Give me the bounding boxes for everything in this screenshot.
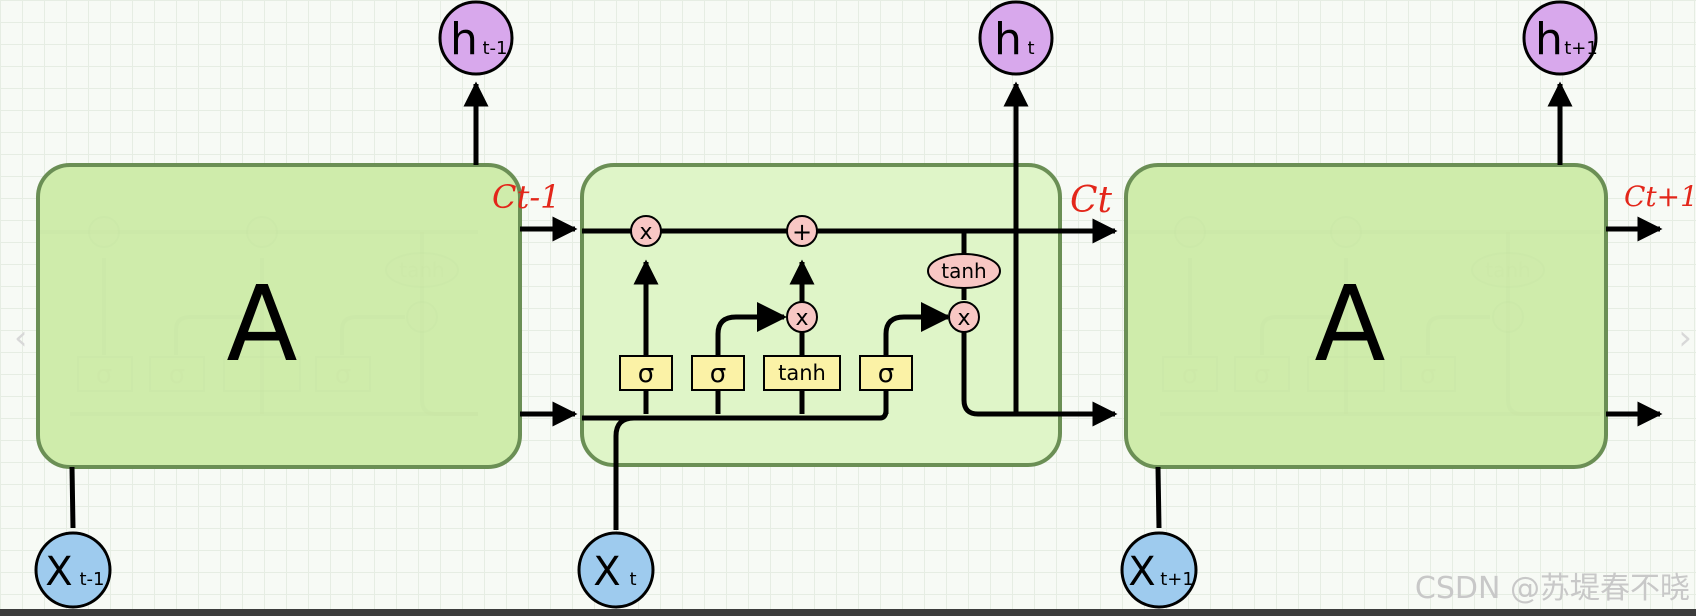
pointwise-ops: x + x x tanh: [630, 215, 1001, 333]
output-1-main: h: [450, 14, 478, 65]
output-gate-box: [859, 355, 913, 391]
annotations: Ct-1 Ct Ct+1: [492, 178, 1696, 221]
forget-mul-op: [630, 215, 662, 247]
input-gate-sigma: σ: [710, 359, 726, 389]
input-node-1: [34, 531, 112, 609]
add-op: [786, 215, 818, 247]
input-line-3: [1155, 466, 1162, 529]
watermark: CSDN @苏堤春不晓: [1415, 571, 1690, 606]
input-mul-op: [786, 301, 818, 333]
output-nodes: h t-1 h t h t+1: [438, 0, 1598, 76]
input-line-1: [69, 466, 76, 529]
annotation-c-prev: Ct-1: [492, 178, 561, 216]
left-lstm-cell: σ σ σ tanh A: [36, 163, 522, 469]
input-1-main: X: [45, 549, 72, 595]
candidate-gate-tanh: tanh: [778, 361, 826, 385]
annotation-c-t: Ct: [1070, 180, 1113, 221]
input-node-2: [577, 531, 655, 609]
input-1-sub: t-1: [79, 569, 104, 590]
connections: [69, 81, 1663, 530]
output-node-3: [1522, 0, 1598, 76]
input-nodes: X t-1 X t X t+1: [34, 531, 1198, 609]
forget-gate-box: [619, 355, 673, 391]
right-lstm-cell: σ σ σ tanh A: [1124, 163, 1608, 469]
output-3-main: h: [1535, 14, 1563, 65]
tanh-ellipse: [927, 253, 1001, 289]
tanh-ellipse-label: tanh: [941, 259, 986, 283]
input-2-sub: t: [629, 569, 636, 590]
output-mul-op: [948, 301, 980, 333]
input-mul-label: x: [795, 306, 808, 331]
output-gate-sigma: σ: [878, 359, 894, 389]
input-node-3: [1120, 531, 1198, 609]
right-cell-label: A: [1314, 263, 1385, 385]
forget-mul-label: x: [639, 220, 652, 245]
candidate-gate-box: [763, 355, 841, 391]
input-gate-line: [715, 302, 787, 414]
bottom-bar: [0, 609, 1696, 616]
output-1-sub: t-1: [482, 38, 507, 59]
input-gate-box: [691, 355, 745, 391]
input-3-main: X: [1128, 549, 1155, 595]
output-2-main: h: [994, 14, 1022, 65]
previous-arrow-icon[interactable]: ‹: [14, 318, 28, 358]
add-label: +: [792, 218, 812, 246]
output-3-sub: t+1: [1564, 38, 1598, 59]
input-3-sub: t+1: [1160, 569, 1194, 590]
forget-gate-sigma: σ: [638, 359, 654, 389]
left-cell-label: A: [226, 263, 297, 385]
middle-gates: σ σ tanh σ: [619, 355, 913, 391]
output-node-1: [438, 0, 514, 76]
next-arrow-icon[interactable]: ›: [1678, 318, 1692, 358]
annotation-c-next: Ct+1: [1624, 180, 1696, 213]
hidden-out-line: [961, 332, 1118, 427]
output-gate-line: [883, 302, 951, 414]
output-2-sub: t: [1027, 38, 1034, 59]
output-mul-label: x: [957, 306, 970, 331]
input-2-main: X: [593, 549, 620, 595]
output-node-2: [978, 0, 1054, 76]
